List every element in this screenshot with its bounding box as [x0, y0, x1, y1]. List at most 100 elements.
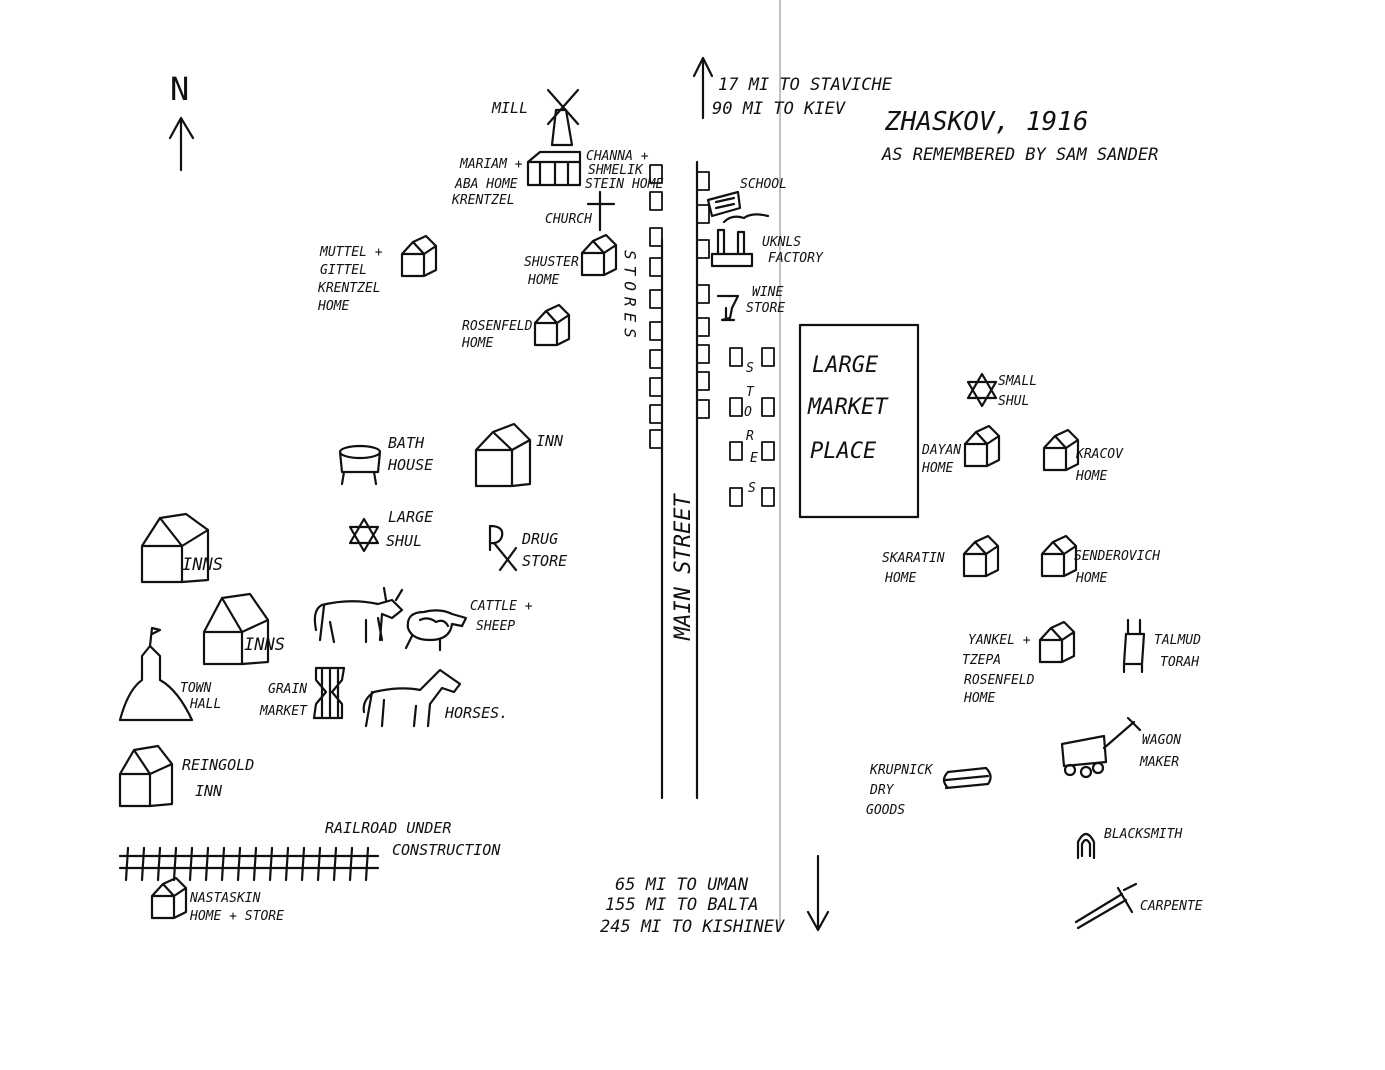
skaratin-label-1: SKARATIN	[882, 551, 945, 566]
talmud-label-1: TALMUD	[1154, 633, 1201, 648]
town-hall-icon	[118, 626, 194, 722]
railroad-track	[118, 846, 380, 882]
mill-label: MILL	[491, 99, 528, 117]
stores-block: S T O R E S	[729, 347, 775, 507]
nastaskin-label-2: HOME + STORE	[189, 909, 284, 924]
stores-block-s: S	[746, 361, 754, 376]
inns-label-1: INNS	[182, 555, 223, 575]
shuster-label-1: SHUSTER	[524, 255, 579, 270]
horse-icon	[362, 668, 462, 728]
windmill-icon	[546, 88, 580, 147]
hammer-icon	[1074, 882, 1138, 930]
north-distance-1: 17 MI TO STAVICHE	[718, 75, 893, 95]
stores-left-label: STORES	[621, 250, 640, 344]
stores-block-e: E	[750, 451, 758, 466]
north-arrow-icon: N	[168, 70, 195, 172]
muttel-label-3: KRENTZEL	[317, 281, 381, 296]
inns-house-icon	[140, 512, 210, 584]
channa-label-2: SHMELIK	[588, 163, 644, 178]
mariam-label-3: KRENTZEL	[451, 193, 515, 208]
krupnick-label-2: DRY	[869, 783, 895, 798]
wagon-label-2: MAKER	[1139, 755, 1179, 770]
stores-right-row	[696, 171, 710, 419]
nastaskin-label-1: NASTASKIN	[189, 891, 261, 906]
star-of-david-icon	[348, 517, 380, 553]
school-label: SCHOOL	[740, 177, 787, 192]
house-icon	[1040, 534, 1078, 578]
yankel-label-3: ROSENFELD	[964, 673, 1035, 688]
small-shul-label-1: SMALL	[998, 374, 1037, 389]
shuster-label-2: HOME	[527, 273, 559, 288]
krupnick-label-1: KRUPNICK	[869, 763, 934, 778]
yankel-label-4: HOME	[963, 691, 995, 706]
market-label-3: PLACE	[810, 439, 877, 464]
house-icon	[400, 234, 438, 278]
cattle-label-1: CATTLE +	[470, 599, 533, 614]
market-label-2: MARKET	[807, 395, 889, 420]
cross-icon	[586, 190, 616, 232]
horses-label: HORSES.	[444, 704, 508, 722]
carpenter-label: CARPENTE	[1140, 899, 1203, 914]
small-shul-label-2: SHUL	[998, 394, 1029, 409]
grain-label-2: MARKET	[259, 704, 308, 719]
muttel-label-2: GITTEL	[320, 263, 367, 278]
house-icon	[1038, 620, 1076, 664]
map-subtitle: AS REMEMBERED BY SAM SANDER	[881, 145, 1158, 165]
map-title: ZHASKOV, 1916	[884, 107, 1089, 137]
bath-house-icon	[338, 444, 382, 486]
south-distance-1: 65 MI TO UMAN	[615, 875, 749, 895]
house-icon	[963, 424, 1001, 468]
railroad-label-1: RAILROAD UNDER	[325, 819, 451, 837]
factory-label-1: UKNLS	[762, 235, 801, 250]
drug-label-2: STORE	[522, 552, 567, 570]
house-icon	[580, 233, 618, 277]
inns-house-icon	[202, 592, 270, 666]
mariam-label-2: ABA HOME	[454, 177, 518, 192]
main-street: MAIN STREET	[660, 160, 699, 800]
wagon-label-1: WAGON	[1142, 733, 1181, 748]
drug-label-1: DRUG	[521, 530, 558, 548]
channa-label-1: CHANNA +	[586, 149, 649, 164]
house-icon	[150, 876, 188, 920]
muttel-label-4: HOME	[317, 299, 349, 314]
inn-house-icon	[474, 422, 532, 488]
bath-label-2: HOUSE	[387, 456, 433, 474]
main-street-label: MAIN STREET	[671, 493, 696, 641]
wine-label-1: WINE	[752, 285, 783, 300]
rosenfeld-label-2: HOME	[461, 336, 493, 351]
house-icon	[962, 534, 1000, 578]
reingold-label-2: INN	[195, 782, 223, 800]
grain-market-icon	[312, 666, 346, 720]
school-icon	[706, 190, 742, 218]
yankel-label-2: TZEPA	[962, 653, 1001, 668]
railroad-label-2: CONSTRUCTION	[392, 841, 501, 859]
mariam-label-1: MARIAM +	[459, 157, 523, 172]
yankel-label-1: YANKEL +	[968, 633, 1031, 648]
wagon-icon	[1060, 716, 1142, 779]
kracov-label-2: HOME	[1075, 469, 1107, 484]
town-hall-label-2: HALL	[189, 697, 221, 712]
church-label: CHURCH	[545, 212, 592, 227]
south-distance-3: 245 MI TO KISHINEV	[600, 917, 785, 937]
stores-block-t: T	[746, 385, 755, 400]
large-shul-label-2: SHUL	[386, 532, 422, 550]
mariam-channa-homes	[526, 150, 582, 187]
skaratin-label-2: HOME	[884, 571, 916, 586]
large-market-place: LARGE MARKET PLACE	[798, 323, 920, 519]
horseshoe-icon	[1076, 832, 1096, 860]
large-shul-label-1: LARGE	[388, 508, 433, 526]
north-label: N	[170, 70, 189, 108]
star-of-david-icon	[966, 372, 998, 408]
blacksmith-label: BLACKSMITH	[1104, 827, 1182, 842]
south-road-arrow-icon	[806, 854, 830, 932]
talmud-label-2: TORAH	[1160, 655, 1199, 670]
muttel-label-1: MUTTEL +	[319, 245, 383, 260]
factory-icon	[710, 213, 770, 268]
grain-label-1: GRAIN	[268, 682, 307, 697]
inn-label: INN	[536, 432, 564, 450]
south-distance-2: 155 MI TO BALTA	[605, 895, 759, 915]
fabric-stack-icon	[942, 766, 992, 790]
krupnick-label-3: GOODS	[866, 803, 905, 818]
north-distance-2: 90 MI TO KIEV	[712, 99, 846, 119]
